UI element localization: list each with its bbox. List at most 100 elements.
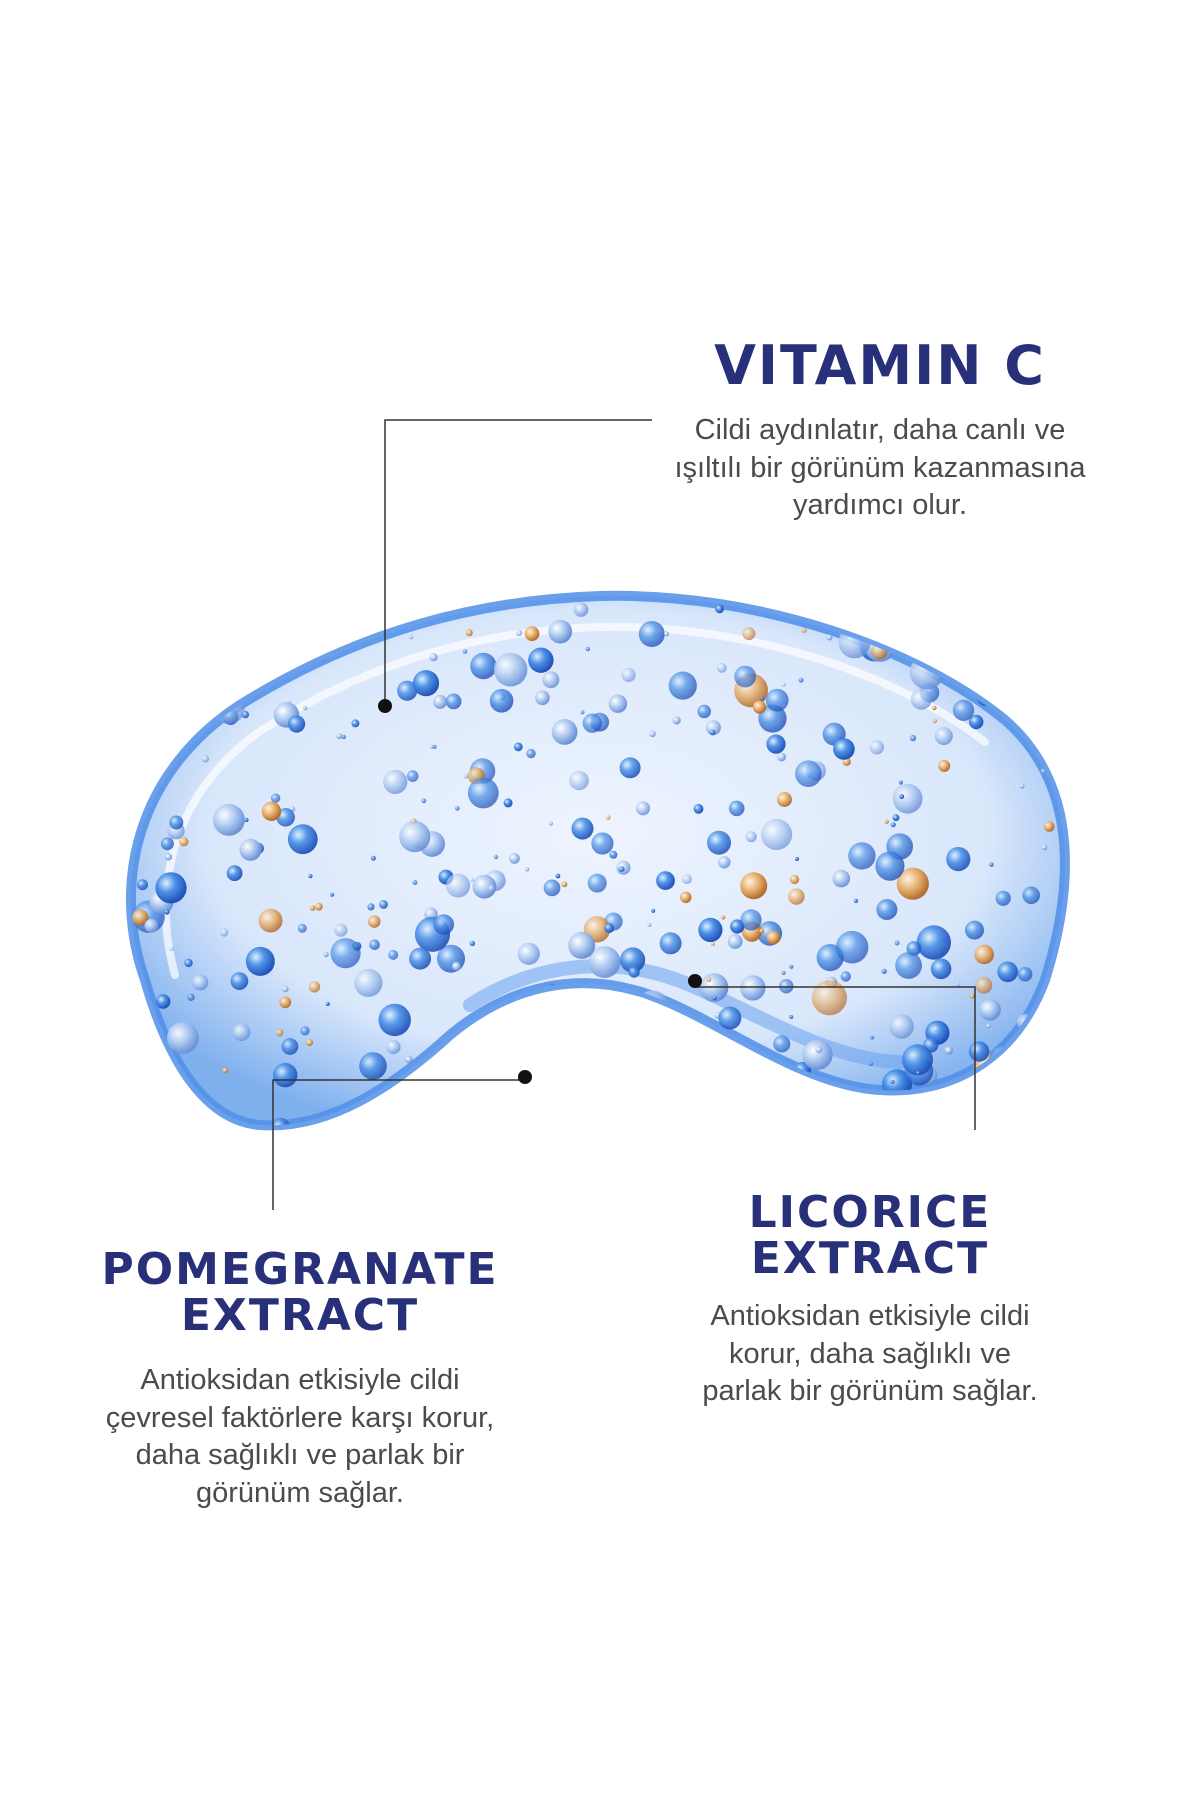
gel-bead [791,1099,804,1112]
gel-bead [1027,667,1039,679]
vitamin-c-title: VITAMIN C [714,334,1046,397]
gel-bead [330,892,335,897]
gel-bead [216,615,228,628]
gel-bead [515,629,523,637]
gel-bead [378,1003,411,1037]
gel-bead [801,627,807,633]
gel-bead [325,616,334,624]
pomegranate-leader-line [272,1079,525,1210]
gel-bead [184,702,209,727]
gel-bead [330,938,361,969]
gel-bead [892,814,900,822]
gel-bead [1042,1025,1048,1031]
gel-bead [890,613,900,623]
gel-bead [169,815,184,830]
gel-bead [609,850,618,859]
gel-bead [308,874,313,879]
gel-bead [297,923,307,933]
gel-bead [308,981,321,993]
gel-bead [543,879,561,897]
leader-dot-icon [518,1070,532,1084]
gel-bead [144,918,159,933]
gel-bead [165,632,170,637]
gel-bead [974,944,994,965]
gel-bead [300,1026,310,1036]
gel-bead [472,874,497,899]
gel-bead [294,629,300,636]
gel-bead [997,961,1018,983]
gel-bead [693,1081,720,1107]
gel-bead [942,660,954,672]
gel-bead [680,1065,684,1070]
gel-bead [275,1028,284,1037]
gel-bead [707,830,731,855]
description-line: yardımcı olur. [792,489,968,522]
gel-bead [740,872,768,900]
gel-bead [588,1080,605,1096]
gel-bead [155,872,187,904]
gel-bead [1057,1124,1063,1126]
gel-bead [160,837,174,851]
gel-bead [789,874,800,885]
gel-bead [699,595,707,597]
gel-bead [840,971,851,982]
gel-bead [890,1079,895,1084]
gel-bead [535,690,550,706]
gel-bead [573,602,589,617]
gel-bead [680,891,692,903]
gel-bead [761,818,793,851]
gel-bead [621,667,636,683]
gel-bead [874,595,895,601]
gel-bead [164,853,173,861]
gel-bead [910,688,933,710]
gel-bead [881,968,887,974]
gel-bead [548,821,553,826]
gel-bead [370,855,376,861]
gel-bead [405,1125,410,1126]
gel-bead [201,754,210,763]
gel-bead [975,976,993,994]
gel-bead [788,888,805,905]
gel-bead [523,1041,537,1055]
gel-bead [811,980,848,1016]
gel-bead [620,947,646,973]
gel-bead [740,975,766,1001]
gel-bead [727,934,743,949]
gel-bead [956,982,961,987]
gel-bead [412,880,418,885]
gel-bead [1011,1066,1034,1089]
description-line: ışıltılı bir görünüm kazanmasına [674,451,1086,484]
gel-bead [465,629,473,637]
gel-bead [635,801,651,816]
gel-bead [832,869,851,888]
gel-bead [406,770,419,782]
gel-bead [712,996,717,1001]
vitamin-c-leader-line [384,419,652,712]
gel-bead [303,705,308,711]
gel-bead [580,710,585,715]
gel-bead [892,783,923,814]
gel-bead [602,995,610,1003]
gel-bead [968,1041,990,1062]
description-line: çevresel faktörlere karşı korur, [105,1401,495,1434]
gel-bead [137,1084,144,1091]
gel-bead [354,968,383,998]
gel-bead [467,777,499,809]
gel-bead [934,727,953,746]
gel-bead [341,734,346,740]
gel-bead [446,873,471,898]
gel-bead [709,729,716,736]
description-line: görünüm sağlar. [196,1477,404,1510]
gel-bead [399,821,431,853]
gel-bead [835,930,869,964]
gel-bead [845,606,850,611]
gel-bead [781,971,786,975]
gel-bead [759,928,764,934]
gel-bead [607,1027,613,1032]
gel-bead [172,661,177,666]
gel-bead [1008,1051,1038,1080]
gel-bead [355,1108,387,1126]
gel-bead [379,900,388,909]
gel-bead [965,920,984,940]
